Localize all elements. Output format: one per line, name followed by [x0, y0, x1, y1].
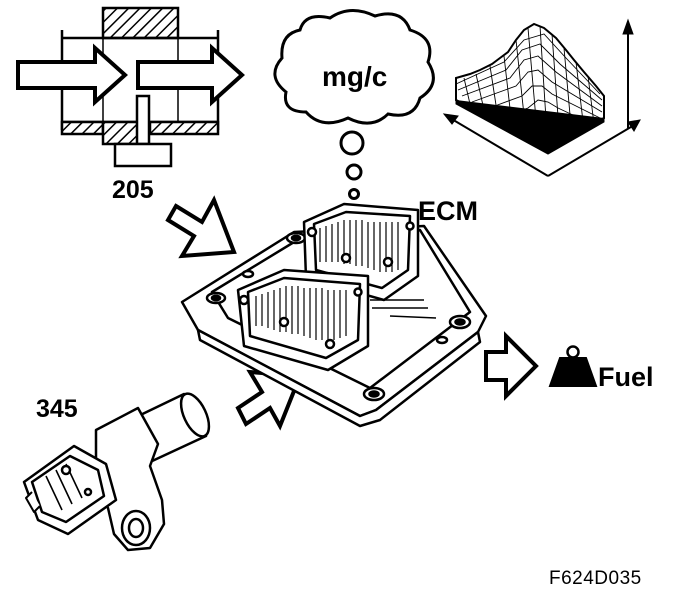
maf-sensor-label: 205 — [112, 176, 154, 204]
thought-bubble-icon — [273, 9, 435, 200]
crankshaft-sensor-icon — [22, 392, 211, 552]
fuel-weight-icon — [548, 345, 598, 387]
crank-sensor-label: 345 — [36, 395, 78, 423]
fuel-map-3d-icon — [442, 18, 641, 177]
ecm-unit-icon — [180, 202, 488, 428]
arrow-icon — [484, 331, 539, 401]
fuel-label: Fuel — [598, 362, 654, 392]
mass-per-cycle-label: mg/c — [322, 61, 388, 92]
arrow-icon — [165, 195, 237, 259]
ecm-label: ECM — [418, 196, 478, 226]
figure-code: F624D035 — [549, 568, 642, 589]
maf-sensor-icon — [16, 6, 245, 168]
